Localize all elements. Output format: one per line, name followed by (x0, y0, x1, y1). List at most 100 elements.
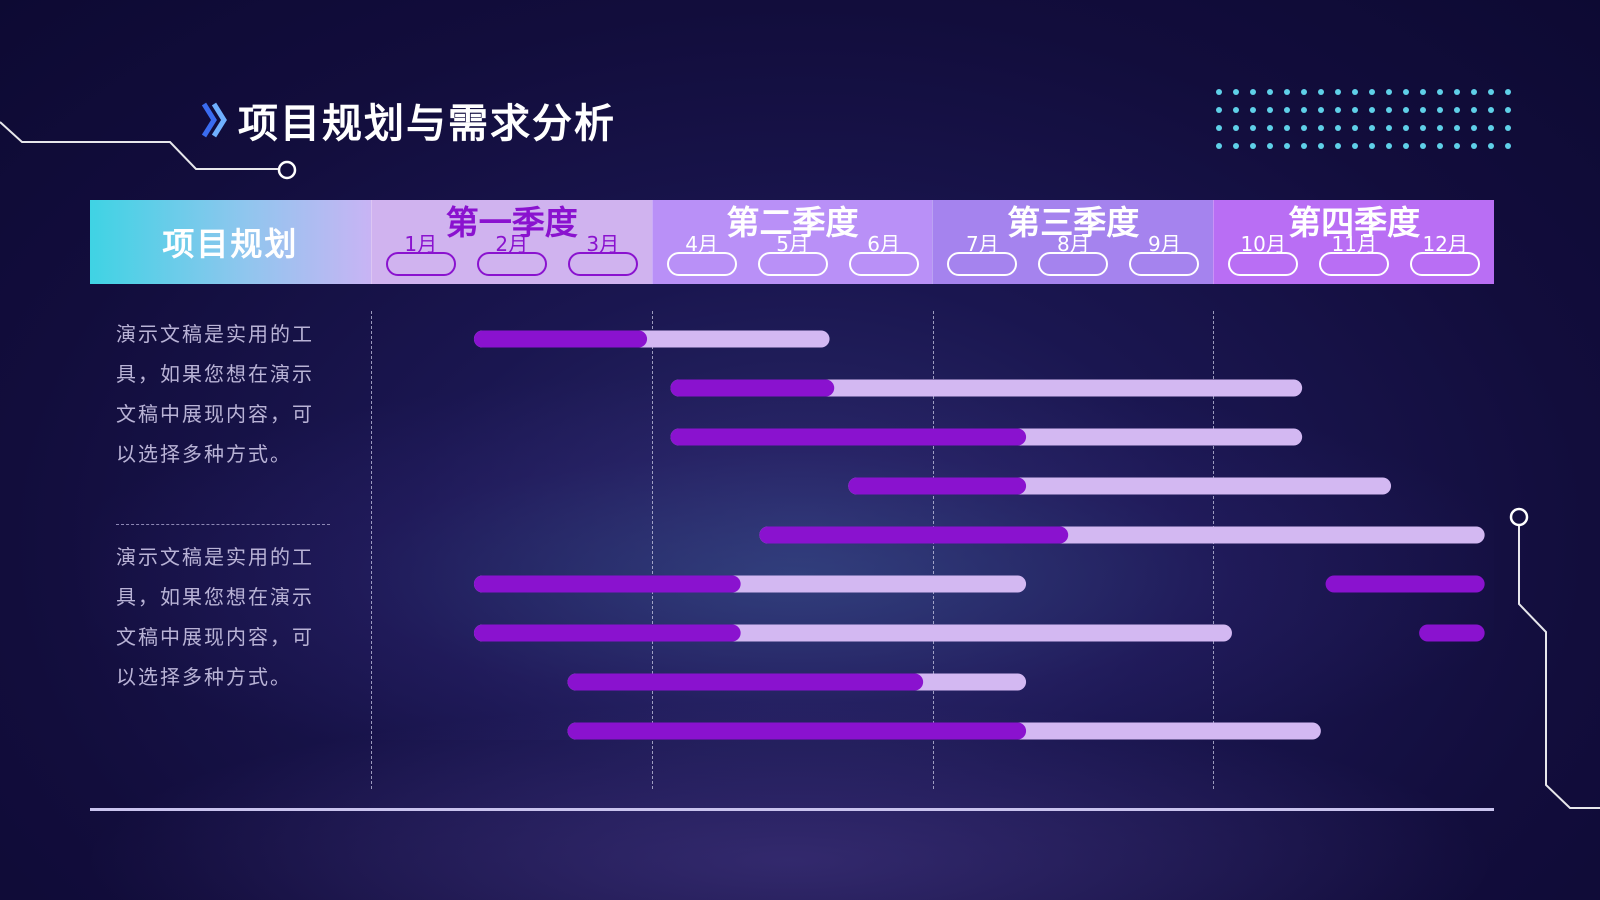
circuit-line-right (1518, 526, 1600, 809)
quarter-label: 第四季度 (1288, 203, 1421, 242)
month-label: 10月 (1240, 232, 1286, 256)
quarter-2: 第二季度 4月 5月 6月 (651, 200, 933, 284)
decor-dot (1369, 125, 1375, 131)
decor-dot (1352, 143, 1358, 149)
gantt-bar-extra (1325, 575, 1485, 593)
decor-dot (1488, 107, 1494, 113)
decor-dot (1233, 143, 1239, 149)
decor-dot (1335, 107, 1341, 113)
gantt-bar-progress (759, 526, 1069, 544)
page-title: 项目规划与需求分析 (238, 101, 616, 147)
decor-dot (1335, 143, 1341, 149)
decor-dot (1250, 107, 1256, 113)
decor-dot (1505, 89, 1511, 95)
gantt-bar-progress (670, 379, 835, 397)
decor-dot (1233, 125, 1239, 131)
decor-dot (1403, 125, 1409, 131)
month-label: 2月 (495, 232, 529, 256)
decor-dot (1250, 89, 1256, 95)
decor-dot (1216, 143, 1222, 149)
decor-dot (1454, 125, 1460, 131)
gantt-bar-progress (670, 428, 1027, 446)
quarter-divider-line (371, 311, 372, 789)
decor-dot (1284, 89, 1290, 95)
decor-dot (1335, 89, 1341, 95)
decor-dot (1471, 143, 1477, 149)
decor-dot (1267, 143, 1273, 149)
month-label: 5月 (776, 232, 809, 256)
decor-dot (1403, 143, 1409, 149)
decor-dot (1420, 107, 1426, 113)
month-pill (567, 252, 638, 276)
quarter-label: 第一季度 (445, 203, 578, 242)
month-pill (1129, 252, 1200, 276)
decor-dot (1284, 125, 1290, 131)
decor-dot (1284, 107, 1290, 113)
decor-dot (1437, 125, 1443, 131)
description-text-1: 演示文稿是实用的工具，如果您想在演示文稿中展现内容，可以选择多种方式。 (116, 322, 314, 466)
decor-dot (1386, 107, 1392, 113)
chart-baseline (90, 808, 1494, 811)
decor-dot (1403, 89, 1409, 95)
decor-dot (1301, 107, 1307, 113)
month-pill (757, 252, 828, 276)
decor-dot (1488, 125, 1494, 131)
month-pill (666, 252, 737, 276)
decor-dot (1267, 107, 1273, 113)
decor-dot (1284, 143, 1290, 149)
decor-dot (1437, 89, 1443, 95)
decor-dot (1505, 143, 1511, 149)
quarter-divider-line (933, 311, 934, 789)
decor-dot (1403, 107, 1409, 113)
title-bar: 项目规划与需求分析 (200, 92, 616, 148)
decor-dot (1369, 89, 1375, 95)
gantt-bar-progress (473, 624, 741, 642)
month-label: 11月 (1331, 232, 1377, 256)
month-pill (385, 252, 456, 276)
decor-dot (1488, 89, 1494, 95)
month-label: 3月 (586, 232, 620, 256)
decor-dot (1386, 89, 1392, 95)
decor-dot (1369, 143, 1375, 149)
month-label: 6月 (867, 232, 900, 256)
double-chevron-icon (201, 102, 227, 138)
decor-dot (1301, 143, 1307, 149)
decor-dot (1318, 143, 1324, 149)
month-label: 7月 (966, 232, 999, 256)
decor-dot (1437, 143, 1443, 149)
decor-dot (1318, 89, 1324, 95)
decor-dot (1505, 107, 1511, 113)
dot-grid-decoration (1216, 89, 1511, 149)
decor-dot (1488, 143, 1494, 149)
header-label: 项目规划 (90, 200, 371, 284)
month-pill (1228, 252, 1299, 276)
decor-dot (1335, 125, 1341, 131)
decor-dot (1471, 107, 1477, 113)
decor-dot (1301, 89, 1307, 95)
month-label: 1月 (404, 232, 438, 256)
decor-dot (1352, 107, 1358, 113)
decor-dot (1352, 125, 1358, 131)
decor-dot (1233, 89, 1239, 95)
decor-dot (1505, 125, 1511, 131)
decor-dot (1216, 107, 1222, 113)
quarter-1: 第一季度 1月 2月 3月 (370, 200, 652, 284)
circuit-node-right (1509, 507, 1529, 527)
decor-dot (1301, 125, 1307, 131)
month-label: 9月 (1148, 232, 1181, 256)
gantt-bar-progress (567, 673, 924, 691)
month-pill (1410, 252, 1481, 276)
decor-dot (1454, 89, 1460, 95)
gantt-bar-progress (473, 575, 741, 593)
decor-dot (1250, 143, 1256, 149)
decor-dot (1267, 125, 1273, 131)
month-pill (1319, 252, 1390, 276)
decor-dot (1420, 89, 1426, 95)
decor-dot (1454, 143, 1460, 149)
month-label: 12月 (1422, 232, 1468, 256)
gantt-header: 项目规划 第一季度 1月 2月 3月 第二季度 4月 5月 6月 第三季度 7月… (90, 200, 1494, 284)
decor-dot (1471, 89, 1477, 95)
gantt-bar-progress (567, 722, 1027, 740)
decor-dot (1216, 89, 1222, 95)
